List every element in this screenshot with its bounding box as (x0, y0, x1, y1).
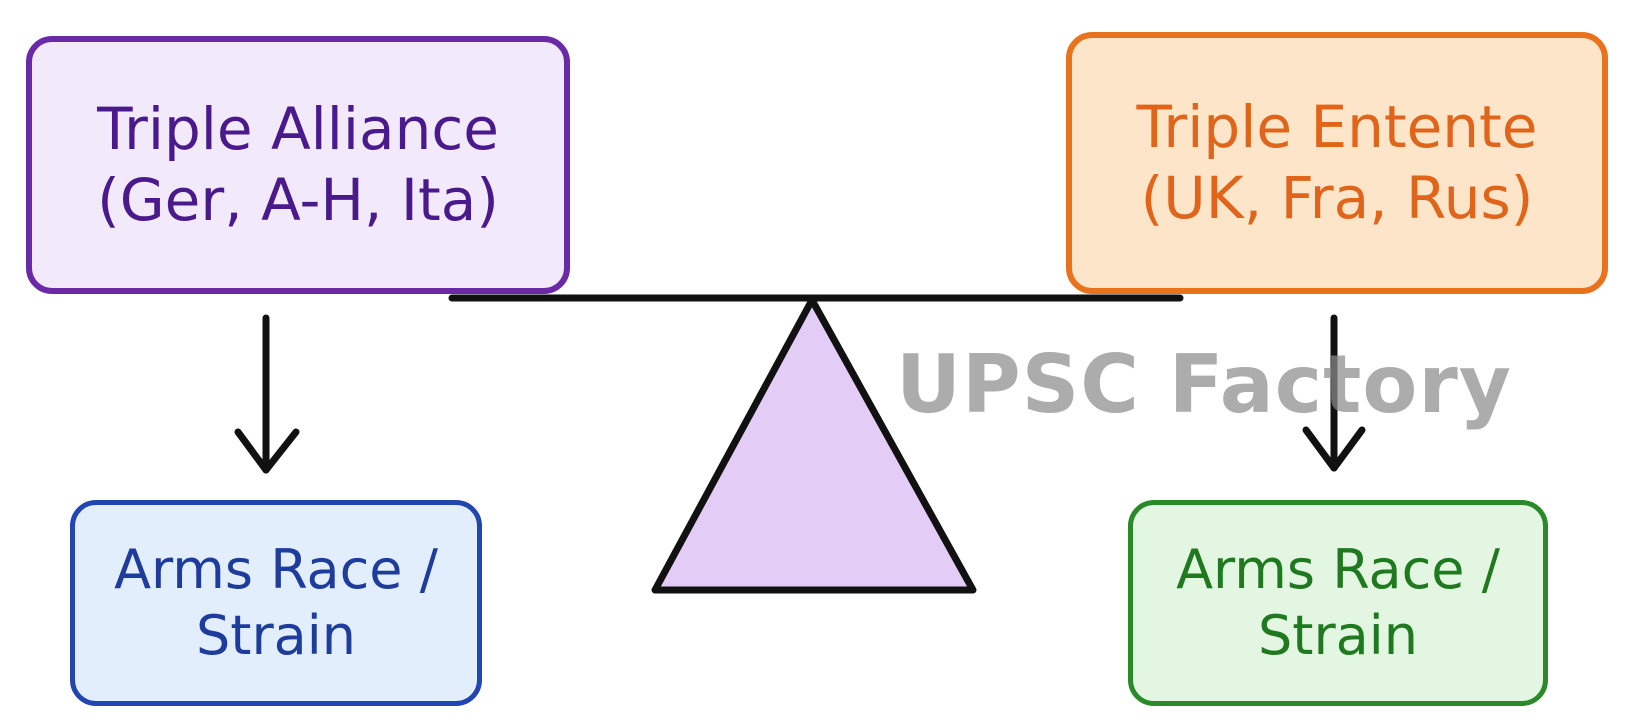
right-result-line1: Arms Race / (1176, 538, 1500, 602)
left-result-box: Arms Race / Strain (70, 500, 482, 706)
triple-entente-box: Triple Entente (UK, Fra, Rus) (1066, 32, 1608, 294)
left-result-line2: Strain (196, 604, 356, 667)
triple-alliance-title: Triple Alliance (97, 95, 499, 164)
right-down-arrow (1302, 314, 1366, 472)
triple-entente-title: Triple Entente (1136, 93, 1538, 162)
triple-alliance-members: (Ger, A-H, Ita) (97, 166, 499, 234)
watermark-text: UPSC Factory (896, 338, 1512, 431)
triple-alliance-box: Triple Alliance (Ger, A-H, Ita) (26, 36, 570, 294)
triple-entente-members: (UK, Fra, Rus) (1140, 164, 1534, 232)
right-result-line2: Strain (1258, 604, 1418, 667)
fulcrum-triangle (651, 296, 977, 594)
left-result-line1: Arms Race / (114, 538, 438, 602)
right-result-box: Arms Race / Strain (1128, 500, 1548, 706)
left-down-arrow (234, 314, 300, 474)
